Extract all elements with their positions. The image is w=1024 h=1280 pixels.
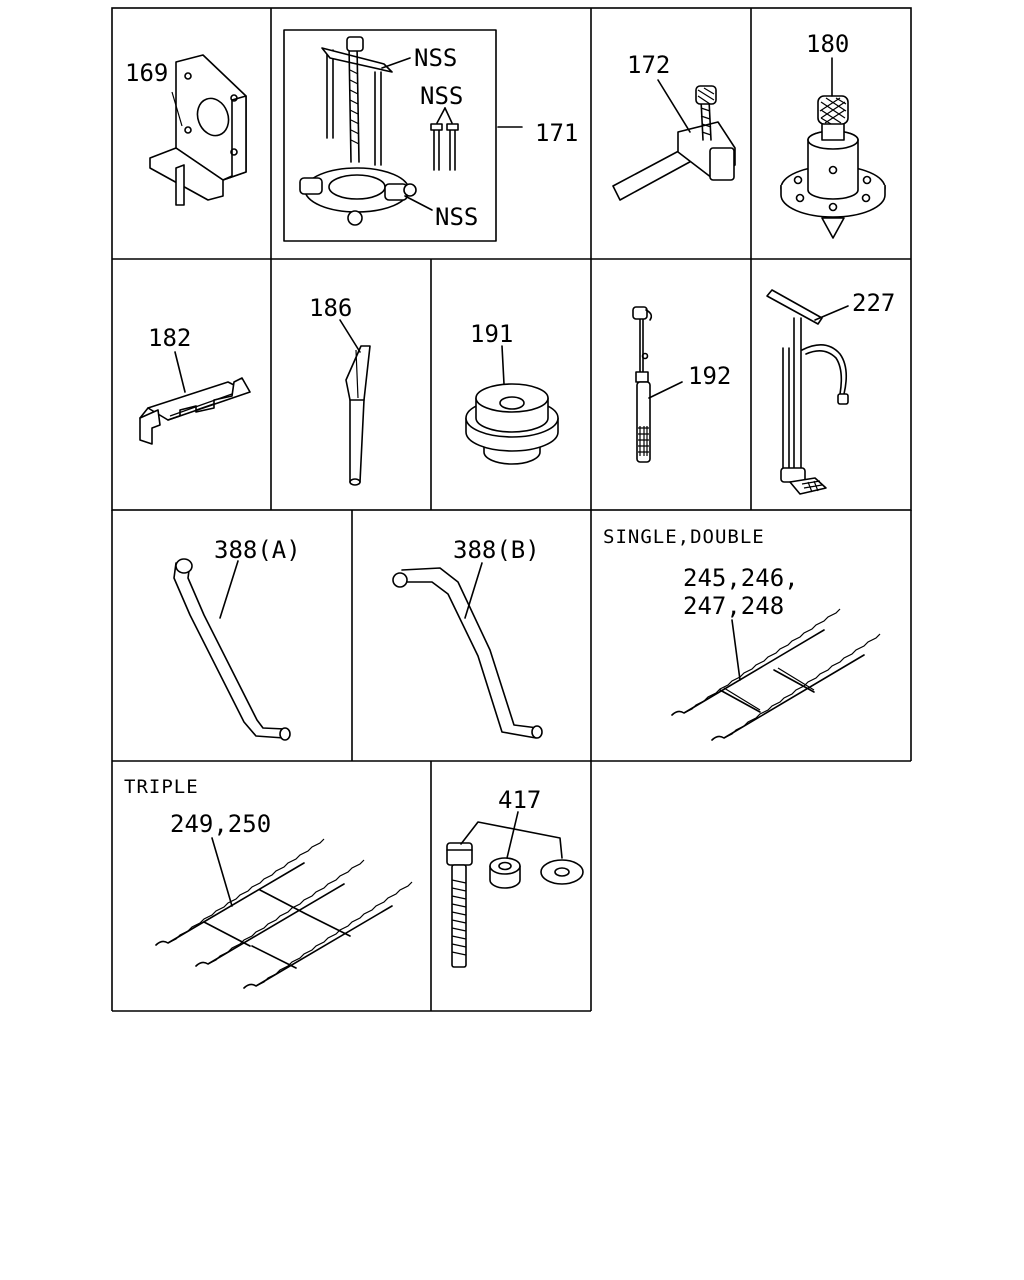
cell-169: 169 bbox=[125, 54, 247, 206]
callout-245-line2: 247,248 bbox=[683, 592, 784, 620]
chains-triple-header: TRIPLE bbox=[124, 776, 199, 798]
chains-single-double-header: SINGLE,DOUBLE bbox=[603, 526, 765, 548]
tool-172-drawing bbox=[612, 85, 736, 201]
cell-180: 180 bbox=[780, 30, 886, 239]
probe-192-drawing bbox=[632, 306, 653, 463]
cell-186: 186 bbox=[309, 294, 371, 486]
kit-171-box bbox=[283, 29, 497, 242]
chain-ladder-triple-drawing bbox=[155, 838, 413, 989]
bracket-169-drawing bbox=[149, 54, 247, 206]
pipe-388a-drawing bbox=[173, 558, 291, 741]
pump-227-drawing bbox=[766, 289, 849, 495]
tool-180-drawing bbox=[780, 95, 886, 239]
bolt-set-417-drawing bbox=[446, 842, 584, 968]
callout-388a: 388(A) bbox=[214, 536, 301, 564]
cell-182: 182 bbox=[139, 324, 251, 445]
cell-388a: 388(A) bbox=[173, 536, 301, 741]
callout-171-nss-bot: NSS bbox=[435, 203, 478, 231]
cell-172: 172 bbox=[612, 51, 736, 201]
cell-249-250: TRIPLE 249,250 bbox=[124, 776, 413, 989]
callout-171-nss-top: NSS bbox=[414, 44, 457, 72]
callout-171-nss-mid: NSS bbox=[420, 82, 463, 110]
cell-192: 192 bbox=[632, 306, 731, 463]
chain-ladder-single-double-drawing bbox=[671, 608, 881, 741]
cell-171: NSS NSS NSS 171 bbox=[283, 29, 578, 242]
cell-191: 191 bbox=[465, 320, 559, 465]
callout-245-line1: 245,246, bbox=[683, 564, 799, 592]
punch-186-drawing bbox=[345, 345, 371, 486]
callout-169: 169 bbox=[125, 59, 168, 87]
cell-227: 227 bbox=[766, 289, 895, 495]
callout-191: 191 bbox=[470, 320, 513, 348]
callout-186: 186 bbox=[309, 294, 352, 322]
grid-lines bbox=[111, 7, 912, 1012]
callout-227: 227 bbox=[852, 289, 895, 317]
pipe-388b-drawing bbox=[392, 567, 543, 739]
callout-182: 182 bbox=[148, 324, 191, 352]
callout-180: 180 bbox=[806, 30, 849, 58]
callout-249: 249,250 bbox=[170, 810, 271, 838]
callout-388b: 388(B) bbox=[453, 536, 540, 564]
callout-171: 171 bbox=[535, 119, 578, 147]
callout-417: 417 bbox=[498, 786, 541, 814]
callout-172: 172 bbox=[627, 51, 670, 79]
plate-182-drawing bbox=[139, 377, 251, 445]
puller-171-drawing bbox=[299, 36, 459, 226]
callout-192: 192 bbox=[688, 362, 731, 390]
cell-417: 417 bbox=[446, 786, 584, 968]
cell-388b: 388(B) bbox=[392, 536, 543, 739]
installer-191-drawing bbox=[465, 383, 559, 465]
cell-245-248: SINGLE,DOUBLE 245,246, 247,248 bbox=[603, 526, 881, 741]
